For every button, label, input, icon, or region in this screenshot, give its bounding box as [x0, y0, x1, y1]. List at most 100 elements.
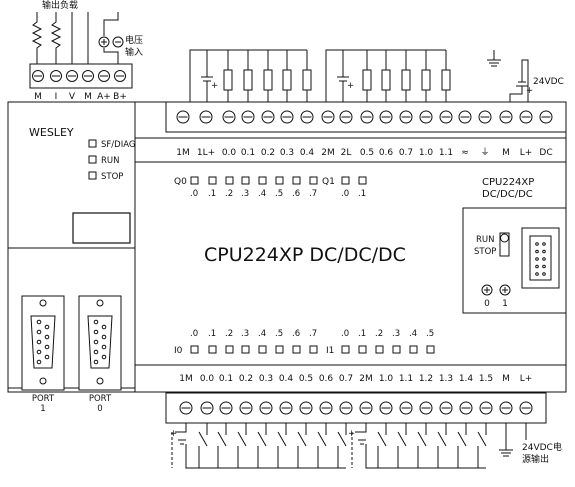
expansion-pin	[542, 264, 546, 269]
analog-pin-label: B+	[113, 92, 127, 102]
expansion-port-pins	[535, 242, 546, 276]
bottom-input-wiring	[171, 423, 527, 469]
bottom-terminal-screw-15	[479, 401, 493, 415]
bottom-terminal-label: L+	[520, 374, 533, 384]
output-load-resistor	[302, 50, 312, 104]
analog-screw-1	[50, 70, 62, 82]
top-terminal-label: 1L+	[197, 148, 215, 158]
comm-port-1	[21, 295, 65, 391]
output-led-box	[225, 176, 234, 185]
output-led-box	[341, 176, 350, 185]
top-terminal-screw-11	[399, 110, 413, 124]
output-bit-label: .1	[208, 189, 216, 199]
input-led-box	[392, 345, 401, 354]
output-led-box	[275, 176, 284, 185]
input-bit-label: .1	[208, 329, 216, 339]
voltage-source-circle-icon	[98, 36, 110, 48]
top-terminal-screw-8	[339, 110, 353, 124]
bottom-terminal-label: 1M	[179, 374, 193, 384]
top-terminal-label: L+	[520, 148, 533, 158]
input-switch	[477, 423, 487, 468]
input-led-box	[292, 345, 301, 354]
bottom-terminal-label: 1.3	[439, 374, 453, 384]
bottom-terminal-label: 0.6	[319, 374, 334, 384]
bottom-terminal-screw-7	[319, 401, 333, 415]
port-name-label: PORT	[32, 394, 55, 404]
output-bit-label: .7	[309, 189, 317, 199]
input-bit-label: .0	[341, 329, 349, 339]
potentiometer-icon[interactable]	[499, 284, 511, 296]
input-switch	[297, 423, 307, 468]
bottom-terminal-screw-5	[279, 401, 293, 415]
output-supply-label-2: 源输出	[522, 453, 549, 465]
output-led-box	[358, 176, 367, 185]
top-terminal-screw-18	[539, 110, 553, 124]
expansion-pin	[535, 264, 539, 269]
potentiometer-label: 0	[484, 299, 490, 309]
port-name-label: PORT	[89, 394, 112, 404]
analog-screw-5	[114, 70, 126, 82]
output-led-box	[208, 176, 217, 185]
input-bit-label: .5	[275, 329, 283, 339]
top-terminal-label: 0.7	[399, 148, 413, 158]
output-load-resistor	[381, 50, 391, 104]
analog-pin-label: V	[69, 92, 76, 102]
status-led-box	[88, 139, 97, 148]
output-load-resistor	[421, 50, 431, 104]
top-terminal-screw-0	[176, 110, 190, 124]
analog-pin-label: A+	[97, 92, 111, 102]
input-led-box	[258, 345, 267, 354]
analog-screw-2	[66, 70, 78, 82]
output-status-leds: Q0.0.1.2.3.4.5.6.7Q1.0.1	[174, 176, 367, 199]
top-terminal-screw-12	[419, 110, 433, 124]
bottom-terminal-screw-3	[239, 401, 253, 415]
analog-screws	[32, 70, 126, 82]
input-switch	[337, 423, 347, 468]
expansion-pin	[535, 272, 539, 276]
input-switch	[217, 423, 227, 468]
top-terminal-screw-1	[199, 110, 213, 124]
run-stop-switch[interactable]	[499, 232, 510, 257]
top-terminal-screw-17	[519, 110, 533, 124]
bottom-terminal-screw-6	[299, 401, 313, 415]
output-load-resistor	[401, 50, 411, 104]
voltage-source-circle-icon-2	[112, 36, 124, 48]
analog-screw-4	[98, 70, 110, 82]
top-terminal-label: 1.1	[439, 148, 453, 158]
bottom-terminal-label: 1.5	[479, 374, 493, 384]
top-terminal-screw-7	[321, 110, 335, 124]
output-group-prefix: Q0	[174, 177, 187, 187]
plus-minus-label: +	[170, 429, 177, 439]
output-bit-label: .4	[258, 189, 266, 199]
voltage-label-2: 输入	[125, 46, 143, 58]
input-switch	[237, 423, 247, 468]
bottom-terminal-screw-0	[179, 401, 193, 415]
output-load-resistor	[362, 50, 372, 104]
output-bit-label: .3	[241, 189, 249, 199]
output-led-box	[309, 176, 318, 185]
input-bit-label: .2	[225, 329, 233, 339]
supply-voltage-label: 24VDC	[533, 77, 564, 87]
top-terminal-label: 0.2	[261, 148, 275, 158]
top-terminal-screw-14	[458, 110, 472, 124]
top-terminal-screw-10	[379, 110, 393, 124]
potentiometer-label: 1	[502, 299, 508, 309]
plus-sign-3: +	[526, 86, 533, 96]
analog-pin-label: M	[34, 92, 42, 102]
input-bit-label: .2	[375, 329, 383, 339]
input-switch	[397, 423, 407, 468]
bottom-terminal-screw-4	[259, 401, 273, 415]
analog-screw-3	[82, 70, 94, 82]
input-group-prefix: I1	[326, 346, 334, 356]
top-terminal-label: 0.6	[379, 148, 394, 158]
potentiometer-icon[interactable]	[481, 284, 493, 296]
output-bit-label: .2	[225, 189, 233, 199]
common-wire-2	[355, 423, 367, 433]
bottom-terminal-label: 1.0	[379, 374, 394, 384]
input-switch	[417, 423, 427, 468]
status-led-box	[88, 171, 97, 180]
top-terminal-screw-16	[499, 110, 513, 124]
